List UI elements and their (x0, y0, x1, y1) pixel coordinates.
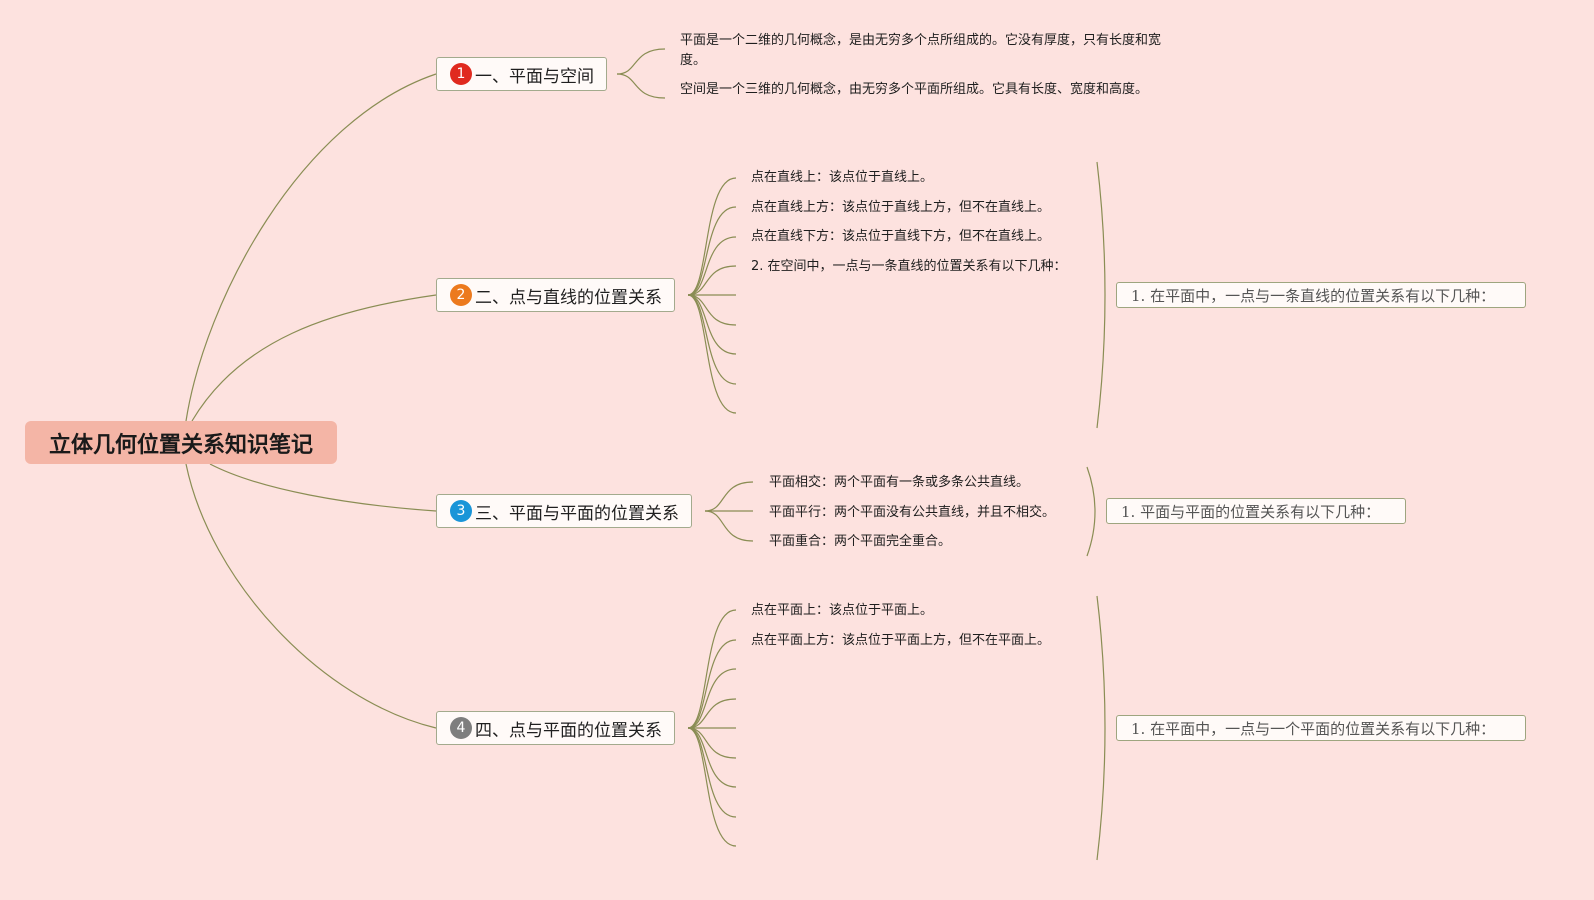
topic-label: 四、点与平面的位置关系 (475, 720, 662, 741)
leaf-line (616, 73, 666, 99)
branch-line (191, 294, 437, 422)
leaf-line (687, 294, 737, 326)
leaf-note[interactable]: 点在平面上方：该点位于平面上方，但不在平面上。 (751, 633, 1051, 648)
leaf-line (687, 668, 737, 729)
leaf-line (687, 206, 737, 296)
topic-label: 三、平面与平面的位置关系 (475, 503, 679, 524)
topic-label: 二、点与直线的位置关系 (475, 287, 662, 308)
leaf-line (687, 727, 737, 818)
leaf-line (687, 698, 737, 729)
leaf-note[interactable]: 点在直线下方：该点位于直线下方，但不在直线上。 (751, 229, 1051, 244)
leaf-note[interactable]: 点在平面上：该点位于平面上。 (751, 603, 934, 618)
topic-1[interactable]: 1 一、平面与空间 (436, 57, 607, 91)
topic-3[interactable]: 3 三、平面与平面的位置关系 (436, 494, 692, 528)
leaf-line (687, 727, 737, 759)
number-badge-icon: 3 (450, 500, 472, 522)
leaf-line (687, 639, 737, 729)
summary-text: 1. 在平面中，一点与一个平面的位置关系有以下几种： (1131, 719, 1496, 738)
leaf-note[interactable]: 点在直线上方：该点位于直线上方，但不在直线上。 (751, 200, 1051, 215)
number-badge-icon: 2 (450, 284, 472, 306)
branch-line (185, 463, 437, 729)
root-title: 立体几何位置关系知识笔记 (48, 432, 313, 458)
branch-line (185, 73, 437, 422)
topic-label: 一、平面与空间 (475, 66, 594, 87)
leaf-line (704, 510, 754, 542)
topic-4[interactable]: 4 四、点与平面的位置关系 (436, 711, 675, 745)
leaf-note[interactable]: 2. 在空间中，一点与一条直线的位置关系有以下几种： (751, 259, 1067, 274)
branch-line (209, 463, 437, 512)
summary-text: 1. 平面与平面的位置关系有以下几种： (1121, 502, 1381, 521)
leaf-line (687, 294, 737, 414)
leaf-note[interactable]: 空间是一个三维的几何概念，由无穷多个平面所组成。它具有长度、宽度和高度。 (680, 82, 1149, 97)
leaf-line (687, 265, 737, 296)
summary-text: 1. 在平面中，一点与一条直线的位置关系有以下几种： (1131, 286, 1496, 305)
topic-2[interactable]: 2 二、点与直线的位置关系 (436, 278, 675, 312)
summary-bracket (1086, 466, 1096, 557)
leaf-line (616, 48, 666, 75)
leaf-line (687, 294, 737, 385)
leaf-line (687, 609, 737, 729)
leaf-note[interactable]: 平面是一个二维的几何概念，是由无穷多个点所组成的。它没有厚度，只有长度和宽度。 (680, 33, 1162, 68)
number-badge-icon: 4 (450, 717, 472, 739)
leaf-note[interactable]: 平面相交：两个平面有一条或多条公共直线。 (769, 475, 1030, 490)
leaf-note[interactable]: 平面重合：两个平面完全重合。 (769, 534, 952, 549)
summary-box[interactable]: 1. 平面与平面的位置关系有以下几种： (1106, 498, 1406, 524)
leaf-line (704, 481, 754, 512)
summary-bracket (1096, 595, 1106, 861)
root-topic[interactable]: 立体几何位置关系知识笔记 (25, 421, 337, 464)
leaf-line (687, 177, 737, 296)
leaf-note[interactable]: 点在直线上：该点位于直线上。 (751, 170, 934, 185)
leaf-line (687, 236, 737, 296)
summary-box[interactable]: 1. 在平面中，一点与一个平面的位置关系有以下几种： (1116, 715, 1526, 741)
summary-bracket (1096, 161, 1106, 429)
number-badge-icon: 1 (450, 63, 472, 85)
summary-box[interactable]: 1. 在平面中，一点与一条直线的位置关系有以下几种： (1116, 282, 1526, 308)
leaf-note[interactable]: 平面平行：两个平面没有公共直线，并且不相交。 (769, 505, 1056, 520)
leaf-line (687, 727, 737, 847)
